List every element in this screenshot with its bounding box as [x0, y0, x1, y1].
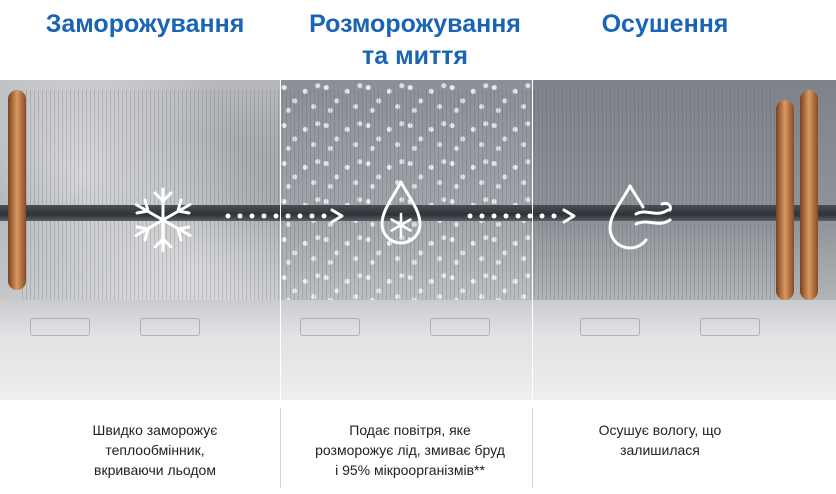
- section-divider: [532, 80, 533, 490]
- arrow-right-icon: [467, 208, 576, 224]
- air-conditioner-heat-exchanger-image: [0, 80, 836, 400]
- tray-slot: [30, 318, 90, 336]
- stage-description-freezing: Швидко заморожує теплообмінник, вкриваюч…: [55, 420, 255, 480]
- drain-tray: [0, 300, 836, 400]
- section-divider: [280, 80, 281, 490]
- description-line: теплообмінник,: [105, 442, 205, 458]
- description-line: залишилася: [620, 442, 700, 458]
- stage-title-defrost-line1: Розморожування: [309, 10, 521, 38]
- description-line: вкриваючи льодом: [94, 462, 216, 478]
- tray-slot: [430, 318, 490, 336]
- drop-wind-icon: [608, 184, 672, 250]
- snowflake-icon: [134, 187, 192, 253]
- tray-slot: [700, 318, 760, 336]
- tray-slot: [300, 318, 360, 336]
- heat-exchanger-fins: [22, 90, 777, 300]
- arrow-right-icon: [225, 208, 344, 224]
- description-divider: [532, 408, 533, 488]
- tray-slot: [580, 318, 640, 336]
- description-divider: [280, 408, 281, 488]
- description-line: Швидко заморожує: [92, 422, 218, 438]
- tray-slot: [140, 318, 200, 336]
- stage-title-defrost-line2: та миття: [361, 42, 469, 70]
- description-line: Подає повітря, яке: [349, 422, 471, 438]
- copper-pipe-right-outer: [800, 90, 818, 300]
- stage-description-defrost: Подає повітря, яке розморожує лід, змива…: [290, 420, 530, 480]
- stage-title-defrost: Розморожування та миття: [270, 8, 560, 72]
- stage-description-drying: Осушує вологу, що залишилася: [560, 420, 760, 460]
- copper-pipe-right: [776, 100, 794, 300]
- water-drop-snowflake-icon: [380, 180, 422, 245]
- description-line: і 95% мікроорганізмів**: [335, 462, 485, 478]
- description-line: Осушує вологу, що: [598, 422, 722, 438]
- description-line: розморожує лід, змиває бруд: [315, 442, 505, 458]
- copper-pipe-left: [8, 90, 26, 290]
- water-droplets: [280, 80, 532, 310]
- stage-title-freezing: Заморожування: [45, 10, 245, 38]
- stage-title-drying: Осушення: [601, 10, 729, 38]
